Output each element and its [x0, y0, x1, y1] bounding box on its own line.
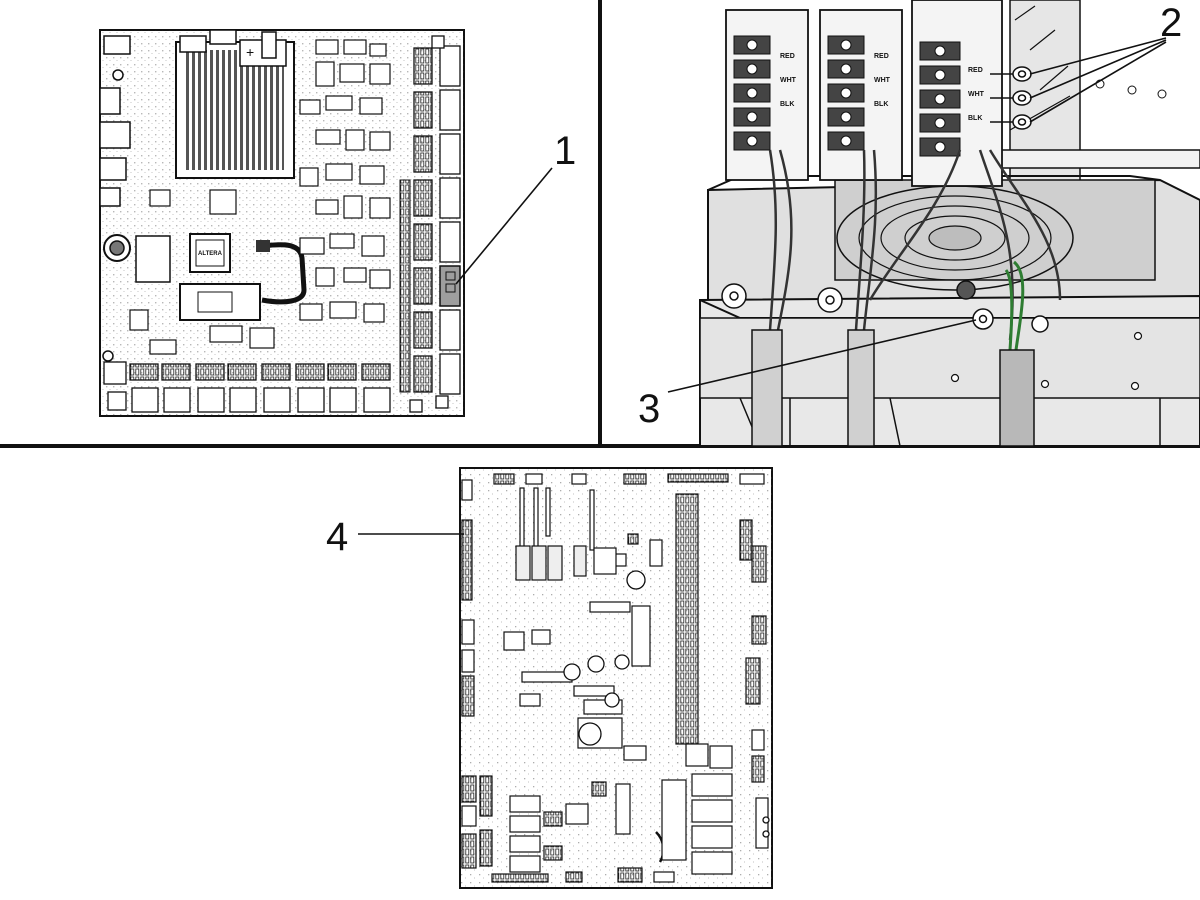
wire-tag-red-2: RED	[874, 53, 889, 60]
leader-line-2a	[1029, 37, 1167, 75]
control-board-bottom	[459, 467, 773, 889]
wire-tag-wht-1: WHT	[780, 77, 797, 84]
chip-label: ALTERA	[198, 251, 223, 257]
ground-screw	[956, 280, 976, 300]
leader-line-2c	[1029, 41, 1167, 123]
wire-tag-wht-2: WHT	[874, 77, 891, 84]
terminal-assembly: RED WHT BLK RED WHT BLK RED WHT BLK	[699, 0, 1200, 447]
wire-tag-red-1: RED	[780, 53, 795, 60]
wire-tag-red-3: RED	[968, 67, 983, 74]
leader-line-2b	[1029, 39, 1167, 99]
highlighted-connector	[439, 265, 461, 307]
callout-4: 4	[326, 515, 348, 559]
leader-line-3	[667, 319, 977, 393]
wire-tag-blk-1: BLK	[780, 101, 794, 108]
callout-2: 2	[1160, 1, 1182, 45]
wire-tag-blk-2: BLK	[874, 101, 888, 108]
ribbon-cable-loop	[261, 242, 307, 305]
heatsink	[175, 41, 295, 179]
leader-line-1	[455, 167, 553, 285]
altera-chip: ALTERA	[189, 233, 231, 273]
callout-3: 3	[638, 387, 660, 431]
wire-tag-blk-3: BLK	[968, 115, 982, 122]
wire-tag-wht-3: WHT	[968, 91, 985, 98]
callout-1: 1	[554, 129, 576, 173]
svg-text:+: +	[246, 44, 254, 60]
control-board-top-left: + ALTERA	[99, 29, 465, 417]
ground-wire-green	[1004, 269, 1014, 351]
